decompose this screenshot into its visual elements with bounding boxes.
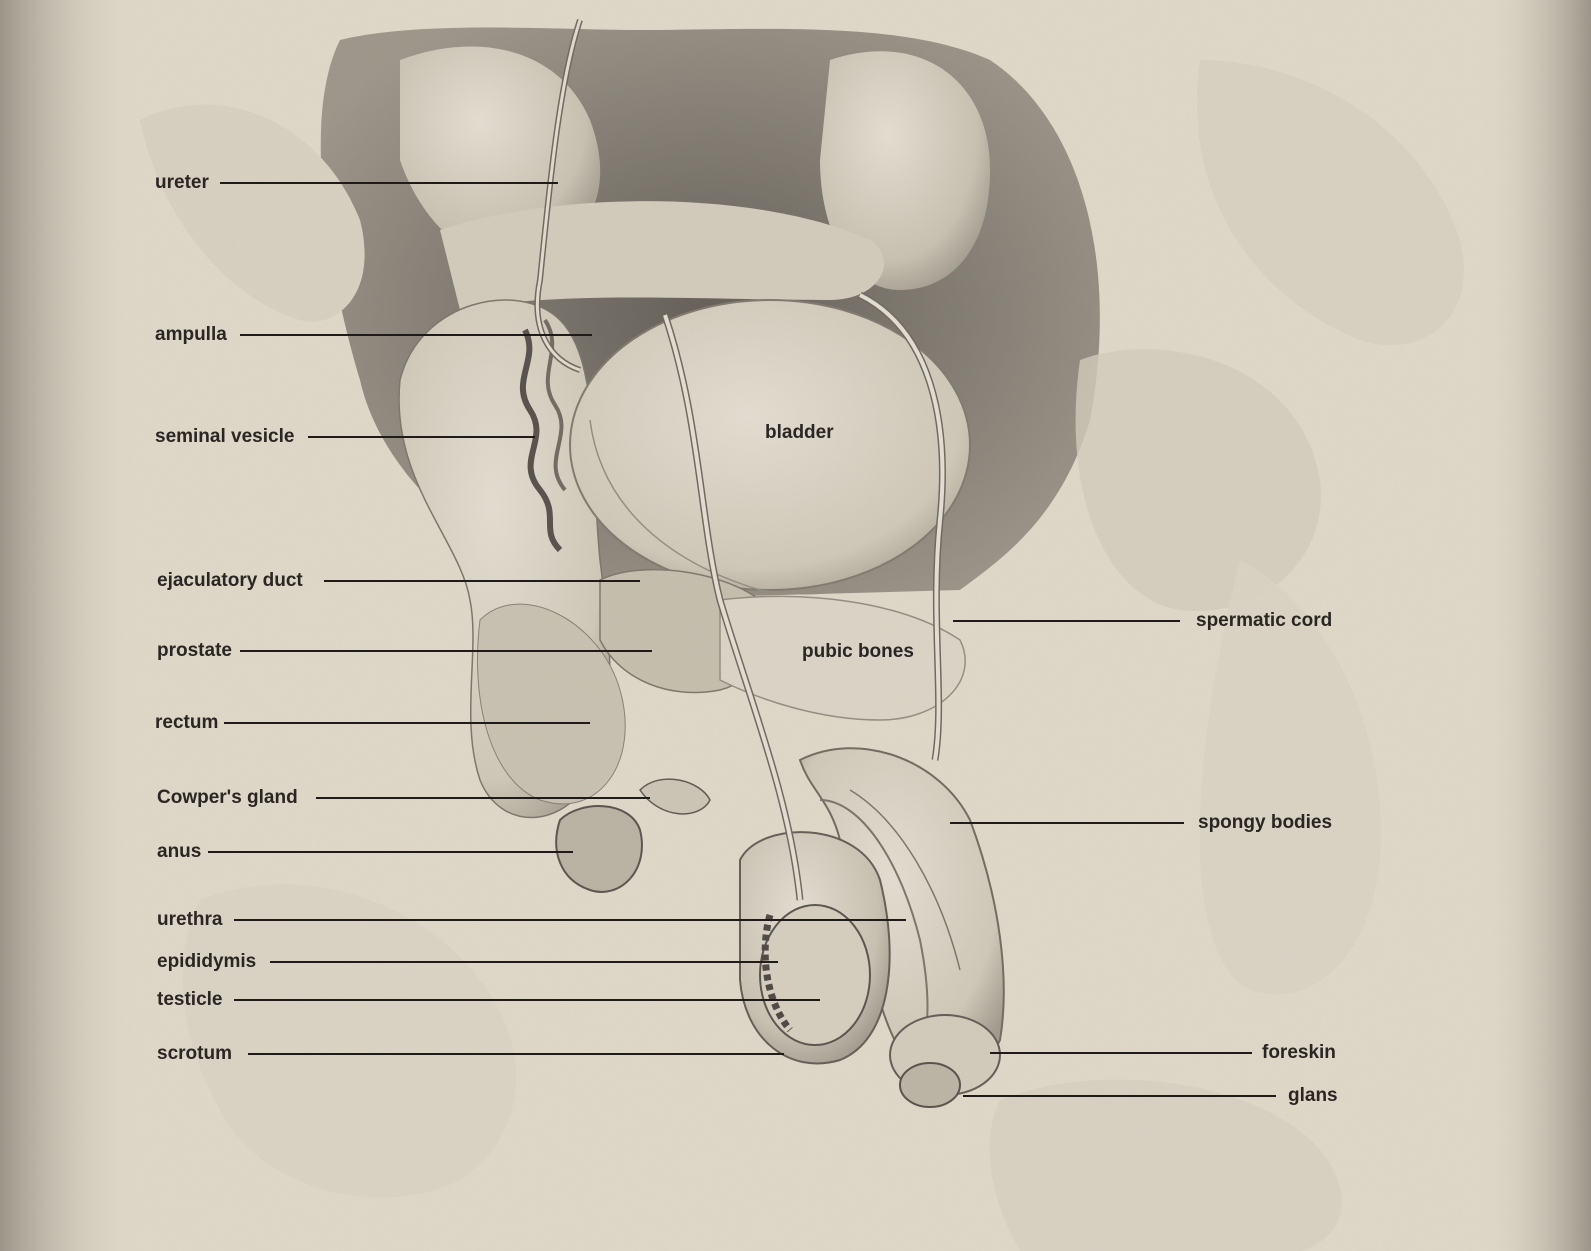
label-glans: glans: [1288, 1085, 1338, 1107]
label-cowpers-gland: Cowper's gland: [157, 787, 298, 809]
label-spongy-bodies: spongy bodies: [1198, 812, 1332, 834]
label-rectum: rectum: [155, 712, 218, 734]
label-prostate: prostate: [157, 640, 232, 662]
label-urethra: urethra: [157, 909, 222, 931]
label-foreskin: foreskin: [1262, 1042, 1336, 1064]
label-anus: anus: [157, 841, 201, 863]
label-scrotum: scrotum: [157, 1043, 232, 1065]
label-ampulla: ampulla: [155, 324, 227, 346]
label-testicle: testicle: [157, 989, 222, 1011]
label-ejaculatory-duct: ejaculatory duct: [157, 570, 303, 592]
label-ureter: ureter: [155, 172, 209, 194]
label-spermatic-cord: spermatic cord: [1196, 610, 1332, 632]
label-bladder: bladder: [765, 422, 834, 444]
label-pubic-bones: pubic bones: [802, 641, 914, 663]
label-seminal-vesicle: seminal vesicle: [155, 426, 294, 448]
label-epididymis: epididymis: [157, 951, 256, 973]
